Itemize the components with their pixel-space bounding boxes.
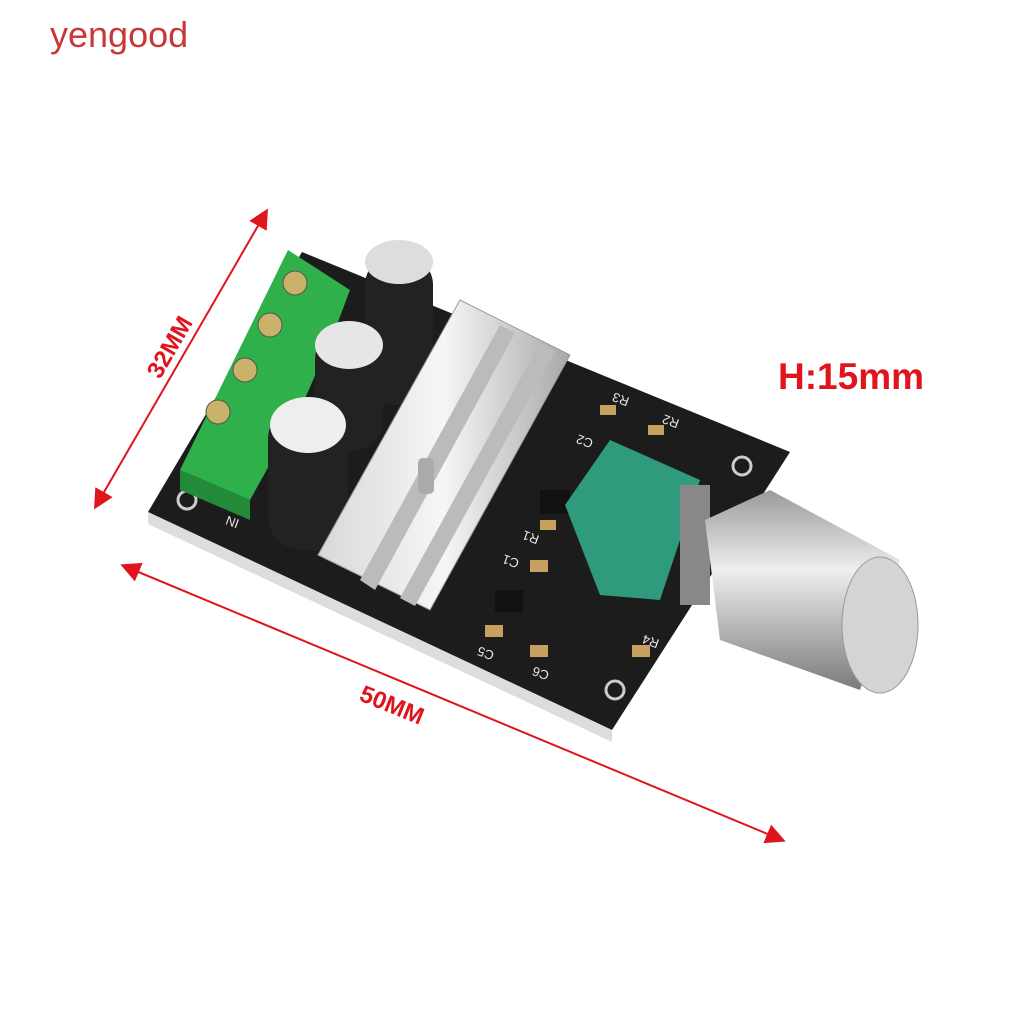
length-dimension-arrow bbox=[120, 562, 786, 844]
silk-r2: R2 bbox=[660, 411, 681, 431]
width-dimension-arrow bbox=[93, 208, 269, 510]
width-dimension-label: 32MM bbox=[142, 312, 199, 383]
silk-c1: C1 bbox=[500, 551, 521, 571]
silk-c6: C6 bbox=[530, 663, 551, 683]
potentiometer bbox=[565, 440, 710, 605]
silk-in: IN bbox=[224, 513, 241, 532]
input-terminal-block bbox=[180, 250, 350, 520]
aluminum-heatsink bbox=[317, 299, 571, 611]
brand-watermark: yengood bbox=[50, 14, 189, 55]
capacitors bbox=[268, 240, 433, 550]
silk-r1: R1 bbox=[520, 527, 541, 547]
height-dimension-label: H:15mm bbox=[778, 356, 924, 397]
silk-c2: C2 bbox=[574, 431, 595, 451]
silk-r3: R3 bbox=[610, 389, 631, 409]
silk-c5: C5 bbox=[475, 643, 496, 663]
control-knob bbox=[705, 490, 919, 694]
